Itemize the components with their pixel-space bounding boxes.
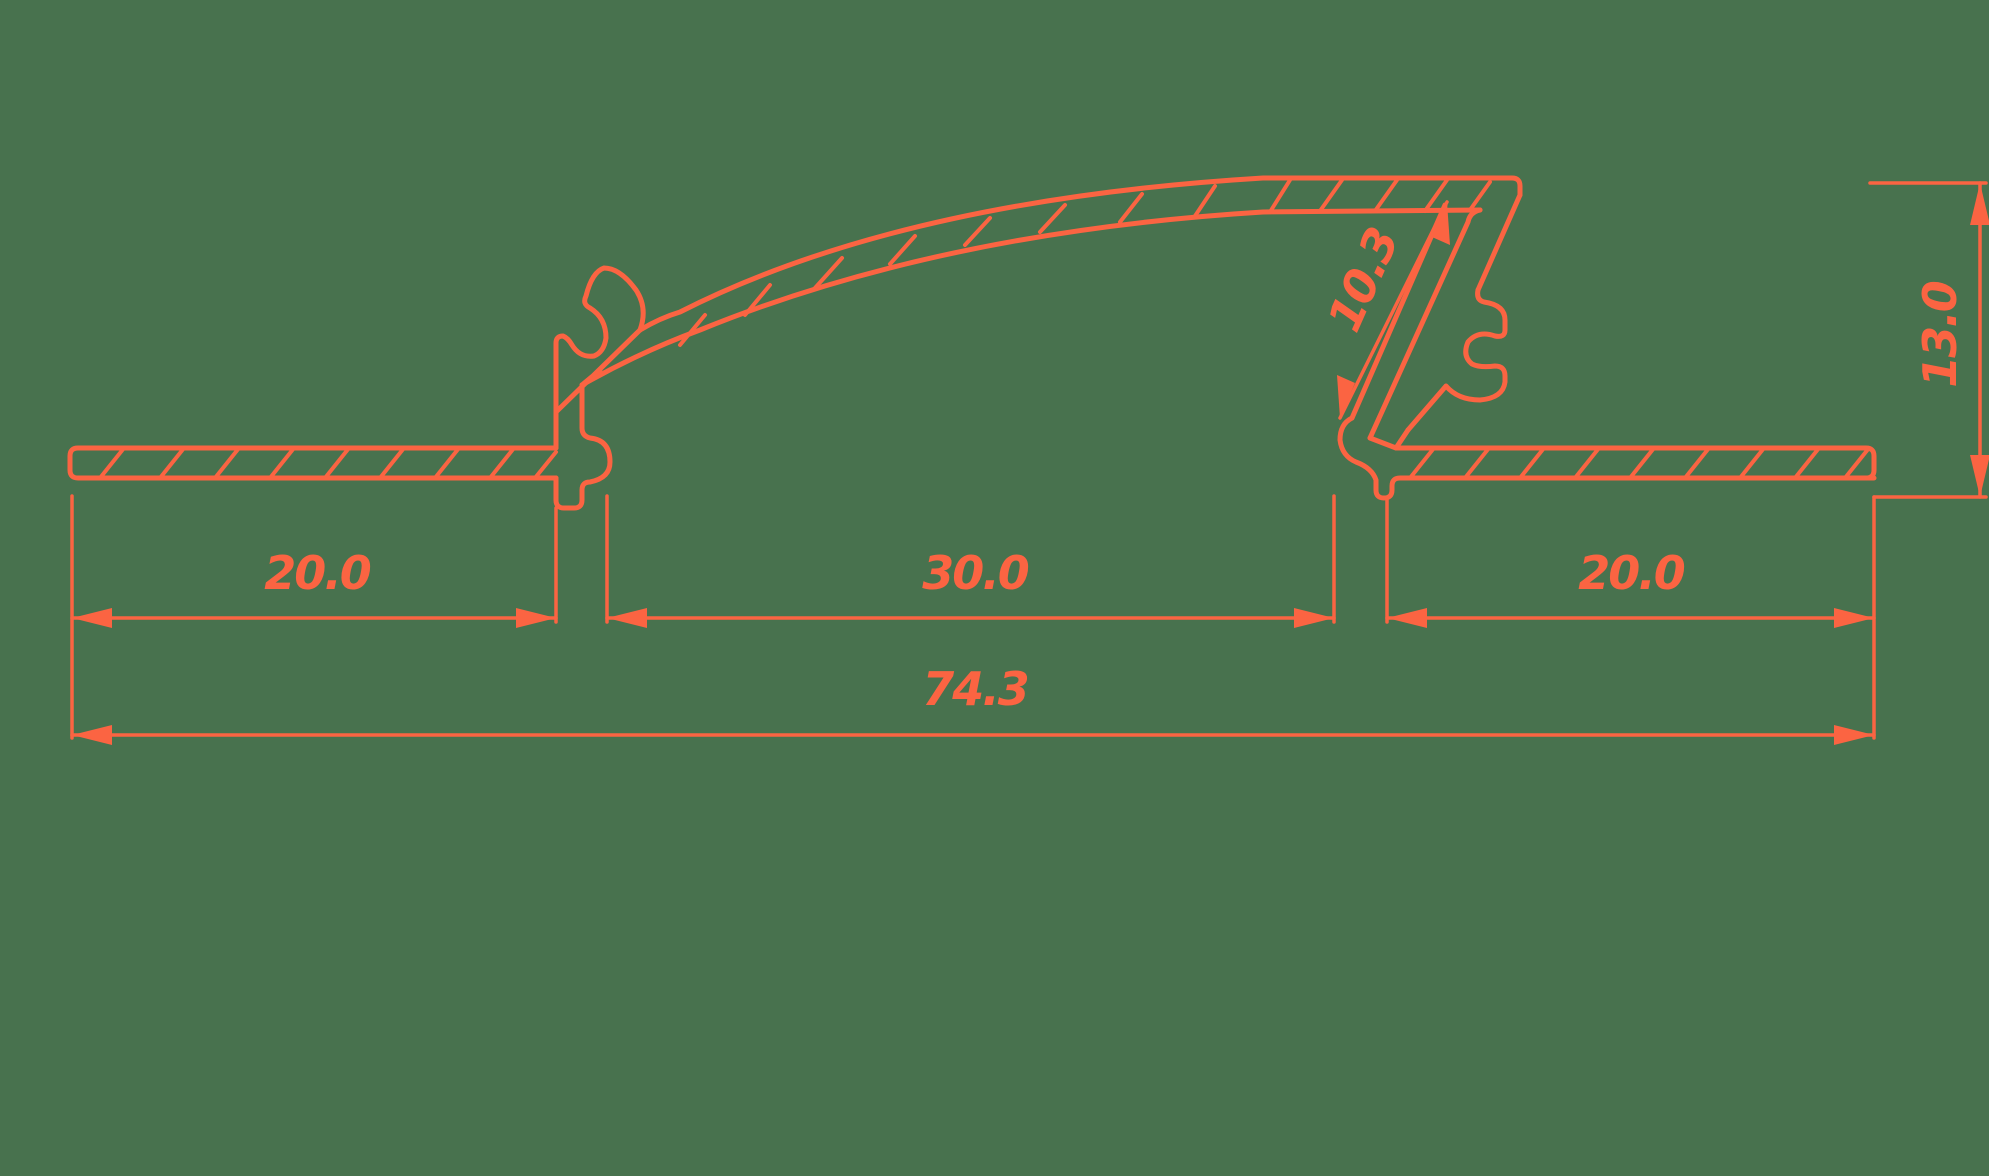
left-flange-hatch xyxy=(98,446,558,480)
right-pivot-knuckle xyxy=(1337,415,1877,501)
arrow-left-icon xyxy=(72,725,112,745)
cover-inner-arc xyxy=(579,207,1483,388)
arrow-right-icon xyxy=(1834,608,1874,628)
dim-label-right-flange: 20.0 xyxy=(1578,546,1686,600)
arrow-diagonal-bottom-icon xyxy=(1337,375,1355,418)
left-flange xyxy=(67,445,559,481)
dim-diagonal-leg-line xyxy=(1338,200,1449,420)
dim-label-left-flange: 20.0 xyxy=(264,546,372,600)
dim-label-center-opening: 30.0 xyxy=(922,546,1030,600)
dim-label-overall-width: 74.3 xyxy=(922,662,1030,716)
profile-outline xyxy=(67,175,1877,511)
cover-hatch xyxy=(678,178,1492,347)
arrow-right-icon xyxy=(516,608,556,628)
arrow-left-icon xyxy=(1387,608,1427,628)
dimension-lines xyxy=(70,181,1989,745)
right-clip-teeth xyxy=(1405,287,1508,433)
arrow-right-icon xyxy=(1294,608,1334,628)
right-inner-link xyxy=(1367,427,1411,451)
dim-label-overall-height: 13.0 xyxy=(1913,282,1967,388)
left-pivot-post xyxy=(553,382,613,511)
right-flange-hatch xyxy=(1408,446,1871,480)
arrow-right-icon xyxy=(1834,725,1874,745)
arrow-left-icon xyxy=(607,608,647,628)
cover-outer-arc xyxy=(637,175,1523,333)
arrow-left-icon xyxy=(72,608,112,628)
arrow-down-icon xyxy=(1970,455,1989,497)
arrow-up-icon xyxy=(1970,183,1989,225)
left-clip-wall xyxy=(553,265,646,451)
arrow-diagonal-top-icon xyxy=(1432,202,1450,245)
